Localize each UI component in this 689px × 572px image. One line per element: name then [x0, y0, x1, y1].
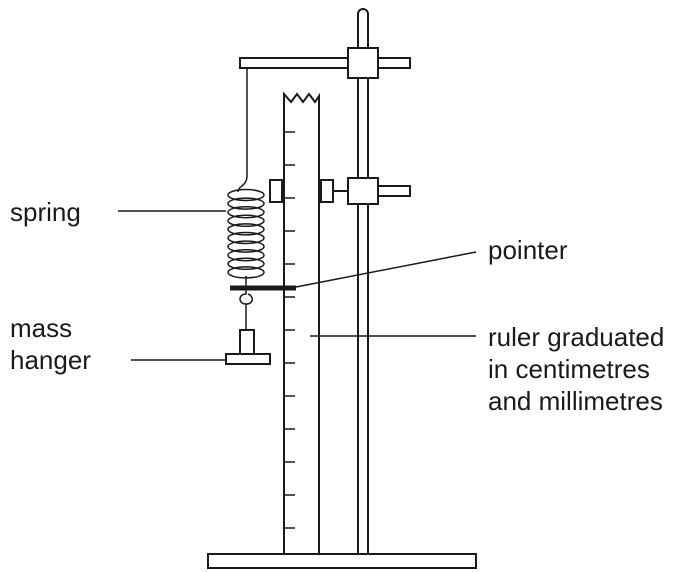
spring-coil — [227, 231, 265, 245]
label-spring: spring — [10, 197, 81, 227]
spring-coil — [227, 188, 265, 202]
label-mass-hanger-line1: mass — [10, 313, 72, 343]
ruler — [283, 91, 320, 554]
ruler-clamp — [269, 177, 411, 205]
label-mass-hanger-line2: hanger — [10, 345, 91, 375]
spring-coil — [227, 214, 265, 228]
label-ruler-line2: in centimetres — [488, 354, 650, 384]
label-pointer: pointer — [488, 235, 568, 265]
spring-coil — [227, 197, 265, 210]
pointer-label-line — [295, 251, 477, 288]
label-ruler-line3: and millimetres — [488, 386, 663, 416]
spring-coil — [227, 248, 265, 262]
spring-coil — [227, 257, 265, 271]
label-ruler-line1: ruler graduated — [488, 322, 664, 352]
mass-hanger — [225, 290, 271, 365]
top-boss-clamp — [347, 47, 379, 79]
middle-boss-clamp — [347, 177, 379, 205]
spring — [227, 188, 265, 279]
top-clamp-arm — [239, 47, 411, 79]
retort-stand-rod — [357, 8, 369, 554]
ruler-graduations — [284, 131, 295, 529]
spring-coil — [227, 240, 265, 253]
suspension-wire — [237, 68, 248, 193]
stand-base — [207, 553, 477, 569]
spring-coil — [227, 223, 265, 236]
spring-coil — [227, 205, 265, 219]
